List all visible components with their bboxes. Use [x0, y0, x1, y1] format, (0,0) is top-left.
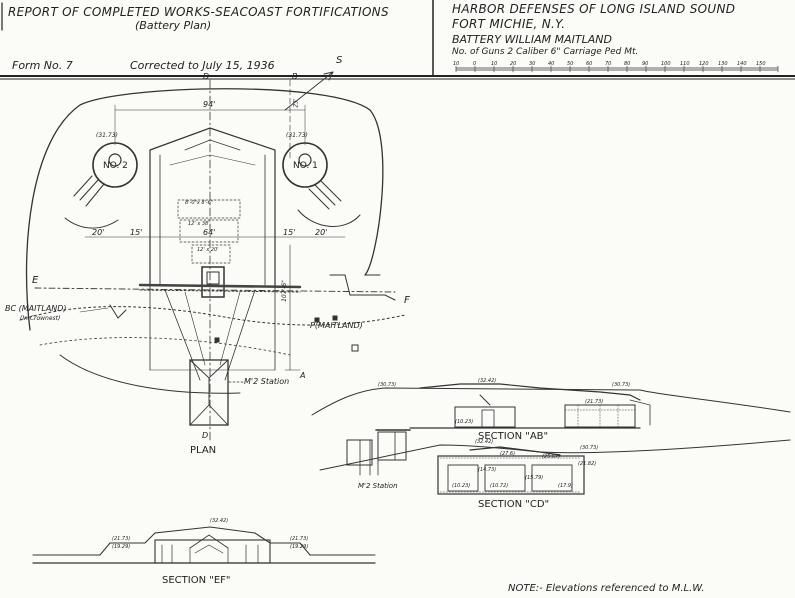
- scale-tick-label: 30: [529, 61, 536, 67]
- bc-maitland-label: BC (MAITLAND): [5, 304, 67, 313]
- dimension-20ft-left: 20': [92, 228, 105, 237]
- scale-tick-label: 90: [642, 61, 649, 67]
- dimension-107ft: 107'-6": [280, 280, 288, 302]
- section-ab-elevation: (30.73): [612, 382, 631, 388]
- scale-tick-label: 10: [491, 61, 498, 67]
- section-letter-d-top: D: [203, 72, 210, 81]
- dimension-94ft: 94': [203, 100, 216, 109]
- room-label-c: 12' x 20': [197, 247, 219, 253]
- room-label-a: 8'-0"x 8'-6": [185, 200, 214, 206]
- scale-tick-label: 140: [737, 61, 747, 67]
- section-cd-elevation: (17.9): [558, 483, 574, 489]
- m2-station-plan: [189, 359, 229, 426]
- battery-name: BATTERY WILLIAM MAITLAND: [452, 33, 612, 46]
- section-cd-elevation: (25.67): [542, 454, 561, 460]
- battery-plan: [19, 71, 406, 441]
- azimuth-letter-s: S: [336, 55, 343, 66]
- scale-tick-label: 50: [567, 61, 574, 67]
- dimension-64ft: 64': [203, 228, 216, 237]
- scale-tick-label: 60: [586, 61, 593, 67]
- gun-no-1-label: NO. 1: [293, 161, 318, 171]
- section-letter-d-bottom: D: [202, 431, 209, 440]
- gun-1-elevation: (31.73): [286, 132, 308, 139]
- gun-emplacement-1: [282, 142, 342, 210]
- section-cd-elevation: (30.73): [580, 445, 599, 451]
- dimension-15ft-right: 15': [283, 228, 296, 237]
- scale-tick-label: 110: [680, 61, 690, 67]
- section-cd-elevation: (10.23): [452, 483, 471, 489]
- elevations-note: NOTE:- Elevations referenced to M.L.W.: [508, 583, 705, 594]
- dimension-23ft: 23': [292, 98, 300, 108]
- harbor-defenses-title: HARBOR DEFENSES OF LONG ISLAND SOUND: [452, 2, 736, 16]
- section-ab-elevation: (32.42): [478, 378, 497, 384]
- section-letter-e: E: [32, 275, 39, 286]
- scale-tick-label: 150: [756, 61, 766, 67]
- section-cd-elevation: (21.82): [578, 461, 597, 467]
- parapet-outline: [25, 88, 384, 331]
- guns-caliber-carriage: No. of Guns 2 Caliber 6" Carriage Ped Mt…: [452, 47, 639, 57]
- scale-tick-label: 40: [548, 61, 555, 67]
- section-ab: [311, 383, 791, 429]
- section-ef-elevation: (19.29): [290, 544, 309, 550]
- section-ef-elevation: (21.73): [112, 536, 131, 542]
- section-ab-elevation: (10.23): [455, 419, 474, 425]
- section-cd-title: SECTION "CD": [478, 499, 550, 510]
- graphic-scale-bar: [455, 65, 779, 73]
- room-label-b: 12' x 38': [188, 221, 210, 227]
- gun-2-elevation: (31.73): [96, 132, 118, 139]
- title-block: [0, 0, 795, 80]
- section-ab-title: SECTION "AB": [478, 431, 549, 442]
- scale-tick-label: 80: [624, 61, 631, 67]
- section-ef-elevation: (21.73): [290, 536, 309, 542]
- section-letter-a: A: [300, 371, 306, 380]
- m2-station-section: [346, 429, 411, 476]
- section-letter-f: F: [404, 295, 410, 306]
- scale-tick-label: 0: [473, 61, 477, 67]
- section-ef-elevation: (19.29): [112, 544, 131, 550]
- bc-crownest-label: (In Crownest): [20, 315, 61, 322]
- report-subtitle: (Battery Plan): [135, 19, 212, 32]
- section-ab-elevation: (21.73): [585, 399, 604, 405]
- section-ef-elevation: (32.42): [210, 518, 229, 524]
- plan-title: PLAN: [190, 445, 217, 456]
- gun-no-2-label: NO. 2: [103, 161, 128, 171]
- scale-tick-label: 20: [510, 61, 517, 67]
- p-maitland-label: P(MAITLAND): [310, 321, 363, 330]
- corrected-date: Corrected to July 15, 1936: [130, 59, 275, 72]
- section-cd-elevation: (27.6): [500, 451, 516, 457]
- section-cd-m2-station: M'2 Station: [358, 482, 398, 490]
- m2-station-label: M'2 Station: [244, 377, 290, 386]
- section-cd-elevation: (14.73): [478, 467, 497, 473]
- scale-tick-label: 120: [699, 61, 709, 67]
- gun-emplacement-2: [73, 142, 138, 207]
- report-title: REPORT OF COMPLETED WORKS-SEACOAST FORTI…: [8, 5, 389, 19]
- form-number: Form No. 7: [12, 59, 73, 72]
- section-ef: [32, 526, 376, 564]
- section-cd: [319, 429, 791, 495]
- dimension-20ft-right: 20': [315, 228, 328, 237]
- section-cd-elevation: (10.72): [490, 483, 509, 489]
- section-letter-b-top: B: [292, 72, 298, 81]
- dimension-15ft-left: 15': [130, 228, 143, 237]
- scale-tick-label: 100: [661, 61, 671, 67]
- section-cd-elevation: (32.42): [475, 439, 494, 445]
- section-ef-title: SECTION "EF": [162, 575, 231, 586]
- section-cd-elevation: (15.79): [525, 475, 544, 481]
- scale-tick-label: 10: [453, 61, 460, 67]
- scale-tick-label: 70: [605, 61, 612, 67]
- section-ab-elevation: (30.73): [378, 382, 397, 388]
- scale-tick-label: 130: [718, 61, 728, 67]
- fort-name: FORT MICHIE, N.Y.: [452, 17, 566, 31]
